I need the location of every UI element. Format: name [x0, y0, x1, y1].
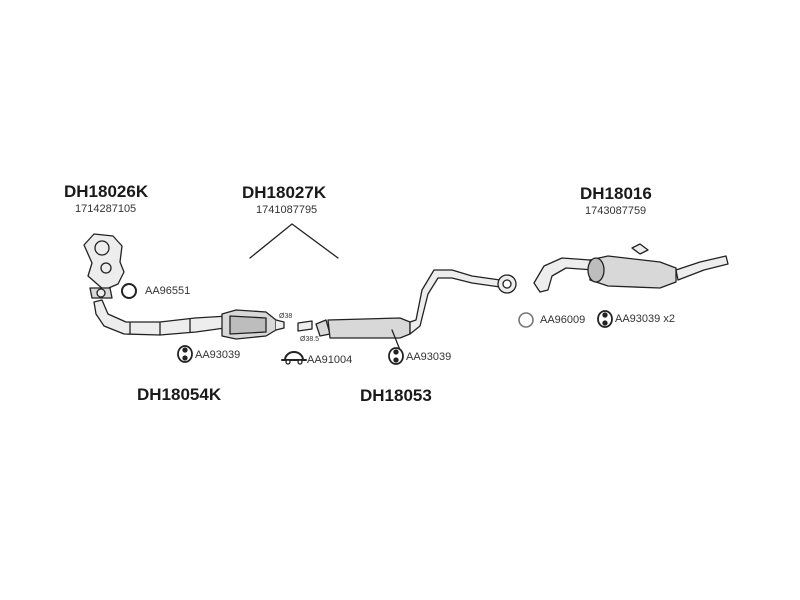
part-code-middle-silencer: DH18053 — [360, 386, 432, 405]
oem-number-front-catalyst: 1741087795 — [256, 204, 318, 216]
ring-gasket-icon — [518, 312, 534, 328]
front-pipe-catalyst-part — [93, 299, 285, 340]
part-code-front-pipe: DH18054K — [137, 385, 222, 404]
oem-number-rear-silencer: 1743087759 — [585, 205, 647, 217]
manifold-catalyst-part — [83, 233, 125, 299]
pipe-clamp-icon — [281, 351, 307, 365]
assembly-bracket — [249, 223, 339, 259]
dimension-middle-inlet: Ø38.5 — [300, 336, 320, 343]
accessory-code-mount-2: AA93039 — [406, 351, 452, 363]
accessory-code-clamp-1: AA91004 — [307, 354, 353, 366]
part-code-rear-silencer: DH18016 — [580, 184, 652, 203]
rubber-mount-icon — [388, 347, 404, 365]
ring-gasket-icon — [121, 283, 137, 299]
oem-number-manifold-catalyst: 1714287105 — [75, 203, 137, 215]
rear-silencer-part — [533, 243, 729, 293]
accessory-code-gasket-1: AA96551 — [145, 285, 191, 297]
dimension-cat-outlet: Ø38 — [279, 313, 293, 320]
rubber-mount-icon — [597, 310, 613, 328]
part-code-front-catalyst: DH18027K — [242, 183, 327, 202]
accessory-code-gasket-2: AA96009 — [540, 314, 586, 326]
rubber-mount-icon — [177, 345, 193, 363]
part-code-manifold-catalyst: DH18026K — [64, 182, 149, 201]
accessory-code-mount-3: AA93039 x2 — [615, 313, 675, 325]
middle-silencer-part — [297, 269, 517, 351]
accessory-code-mount-1: AA93039 — [195, 349, 241, 361]
